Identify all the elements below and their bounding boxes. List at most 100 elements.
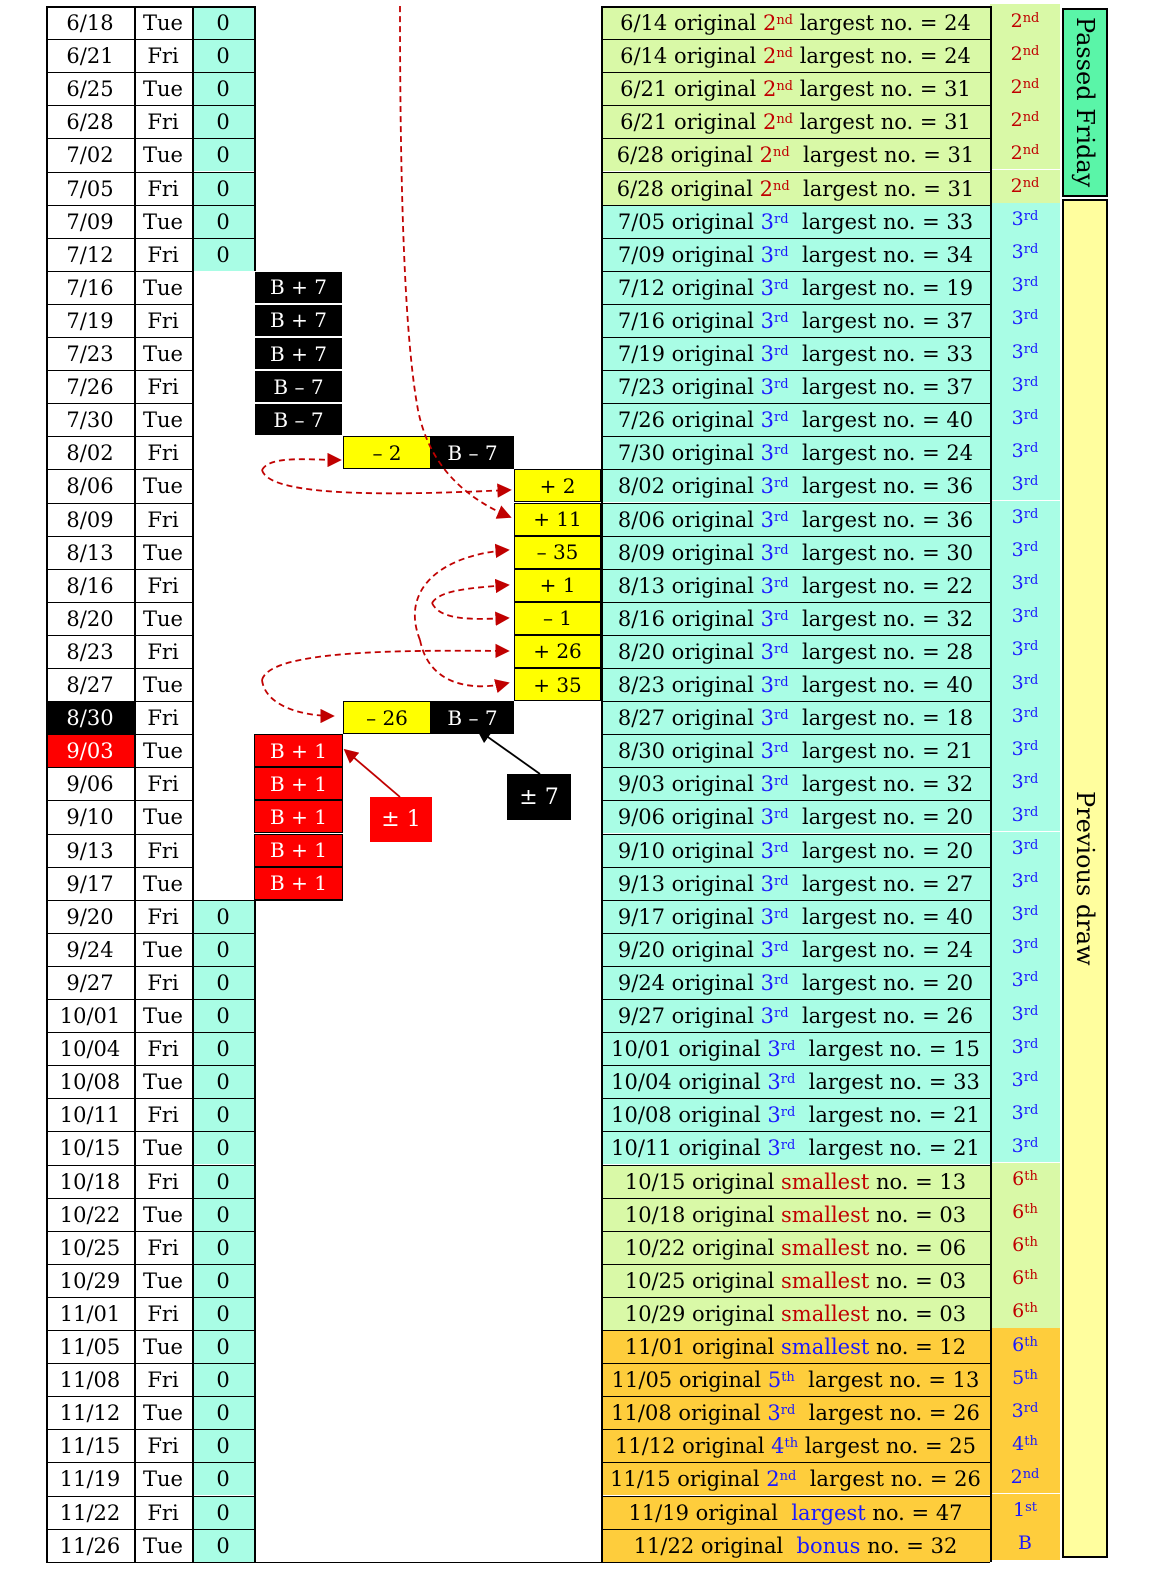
desc-middle: largest no. = xyxy=(788,275,947,300)
row-rank: B xyxy=(990,1526,1060,1560)
row-date: 10/29 xyxy=(46,1263,134,1297)
desc-prefix: 11/08 original xyxy=(611,1401,768,1426)
row-zero: 0 xyxy=(192,1230,254,1264)
desc-middle: no. = xyxy=(869,1268,940,1293)
offset-mark-yellow: – 35 xyxy=(514,535,601,569)
desc-middle: no. = xyxy=(869,1169,940,1194)
row-day: Fri xyxy=(134,1296,192,1330)
desc-ordinal: 3 xyxy=(760,606,775,631)
row-zero: 0 xyxy=(192,1263,254,1297)
desc-ordinal: 2 xyxy=(762,77,777,102)
desc-middle: largest no. = xyxy=(793,110,945,135)
desc-number: 21 xyxy=(946,739,974,764)
desc-number: 21 xyxy=(953,1103,980,1128)
row-day: Fri xyxy=(134,303,192,337)
rank-number: 3 xyxy=(1011,671,1024,694)
rank-number: 3 xyxy=(1011,506,1024,529)
desc-prefix: 8/06 original xyxy=(617,507,761,532)
desc-prefix: 8/27 original xyxy=(617,706,761,731)
desc-ordinal: 3 xyxy=(760,507,775,532)
desc-prefix: 7/16 original xyxy=(617,308,761,333)
red-callout: ± 1 xyxy=(370,797,432,842)
desc-middle: largest no. = xyxy=(788,970,947,995)
desc-middle: largest no. = xyxy=(788,308,947,333)
desc-number: 15 xyxy=(953,1037,980,1062)
desc-prefix: 8/09 original xyxy=(617,540,761,565)
dashed-arrow xyxy=(261,643,510,681)
desc-middle: largest no. = xyxy=(788,375,947,400)
row-zero: 0 xyxy=(192,237,254,271)
desc-prefix: 9/27 original xyxy=(617,1004,761,1029)
rank-number: 2 xyxy=(1010,1465,1023,1488)
row-date: 6/28 xyxy=(46,105,134,138)
rank-number: 3 xyxy=(1011,903,1024,926)
row-date: 7/23 xyxy=(46,337,134,370)
desc-ordinal: 3 xyxy=(760,739,775,764)
desc-number: 28 xyxy=(946,639,974,664)
desc-ordinal: 3 xyxy=(760,242,775,267)
row-day: Tue xyxy=(134,270,192,304)
row-date: 6/25 xyxy=(46,72,134,105)
desc-prefix: 10/01 original xyxy=(611,1037,768,1062)
row-day: Fri xyxy=(134,436,192,469)
desc-ordinal: 3 xyxy=(760,673,775,698)
rank-number: 6 xyxy=(1012,1168,1025,1191)
black-mark: B – 7 xyxy=(431,436,514,470)
desc-number: 47 xyxy=(935,1500,963,1525)
row-date: 8/30 xyxy=(46,701,134,735)
desc-ordinal: 3 xyxy=(760,937,775,962)
rank-number: 3 xyxy=(1011,340,1024,363)
rank-number: 5 xyxy=(1012,1366,1025,1389)
desc-prefix: 9/20 original xyxy=(617,937,761,962)
desc-middle: largest no. = xyxy=(788,772,947,797)
row-day: Fri xyxy=(134,171,192,205)
callout-arrow-red xyxy=(343,748,401,798)
desc-middle: largest no. = xyxy=(795,1070,954,1095)
row-date: 11/01 xyxy=(46,1296,134,1330)
desc-prefix: 7/23 original xyxy=(617,375,761,400)
desc-number: 20 xyxy=(946,838,974,863)
row-day: Tue xyxy=(134,469,192,502)
desc-ordinal: 3 xyxy=(767,1070,781,1095)
desc-middle: largest no. = xyxy=(788,838,947,863)
desc-ordinal: 2 xyxy=(762,44,777,69)
desc-ordinal: 3 xyxy=(760,706,775,731)
desc-middle: largest no. = xyxy=(795,1401,954,1426)
desc-ordinal: smallest xyxy=(781,1268,870,1293)
row-zero: 0 xyxy=(192,1396,254,1430)
row-date: 7/26 xyxy=(46,370,134,403)
desc-prefix: 10/29 original xyxy=(624,1301,782,1326)
desc-middle: largest no. = xyxy=(789,143,948,168)
desc-ordinal: 3 xyxy=(760,540,775,565)
rank-number: 3 xyxy=(1011,274,1024,297)
desc-middle: largest no. = xyxy=(788,408,947,433)
row-day: Fri xyxy=(134,767,192,800)
row-day: Tue xyxy=(134,866,192,900)
desc-ordinal: 2 xyxy=(759,176,773,201)
row-date: 7/09 xyxy=(46,204,134,238)
previous-draw-text: Previous draw xyxy=(1071,791,1099,966)
desc-ordinal: 3 xyxy=(760,209,775,234)
rank-number: 2 xyxy=(1010,108,1023,131)
row-description: 11/19 original largest no. = 47 xyxy=(601,1495,990,1529)
passed-friday-label: Passed Friday xyxy=(1062,8,1108,197)
